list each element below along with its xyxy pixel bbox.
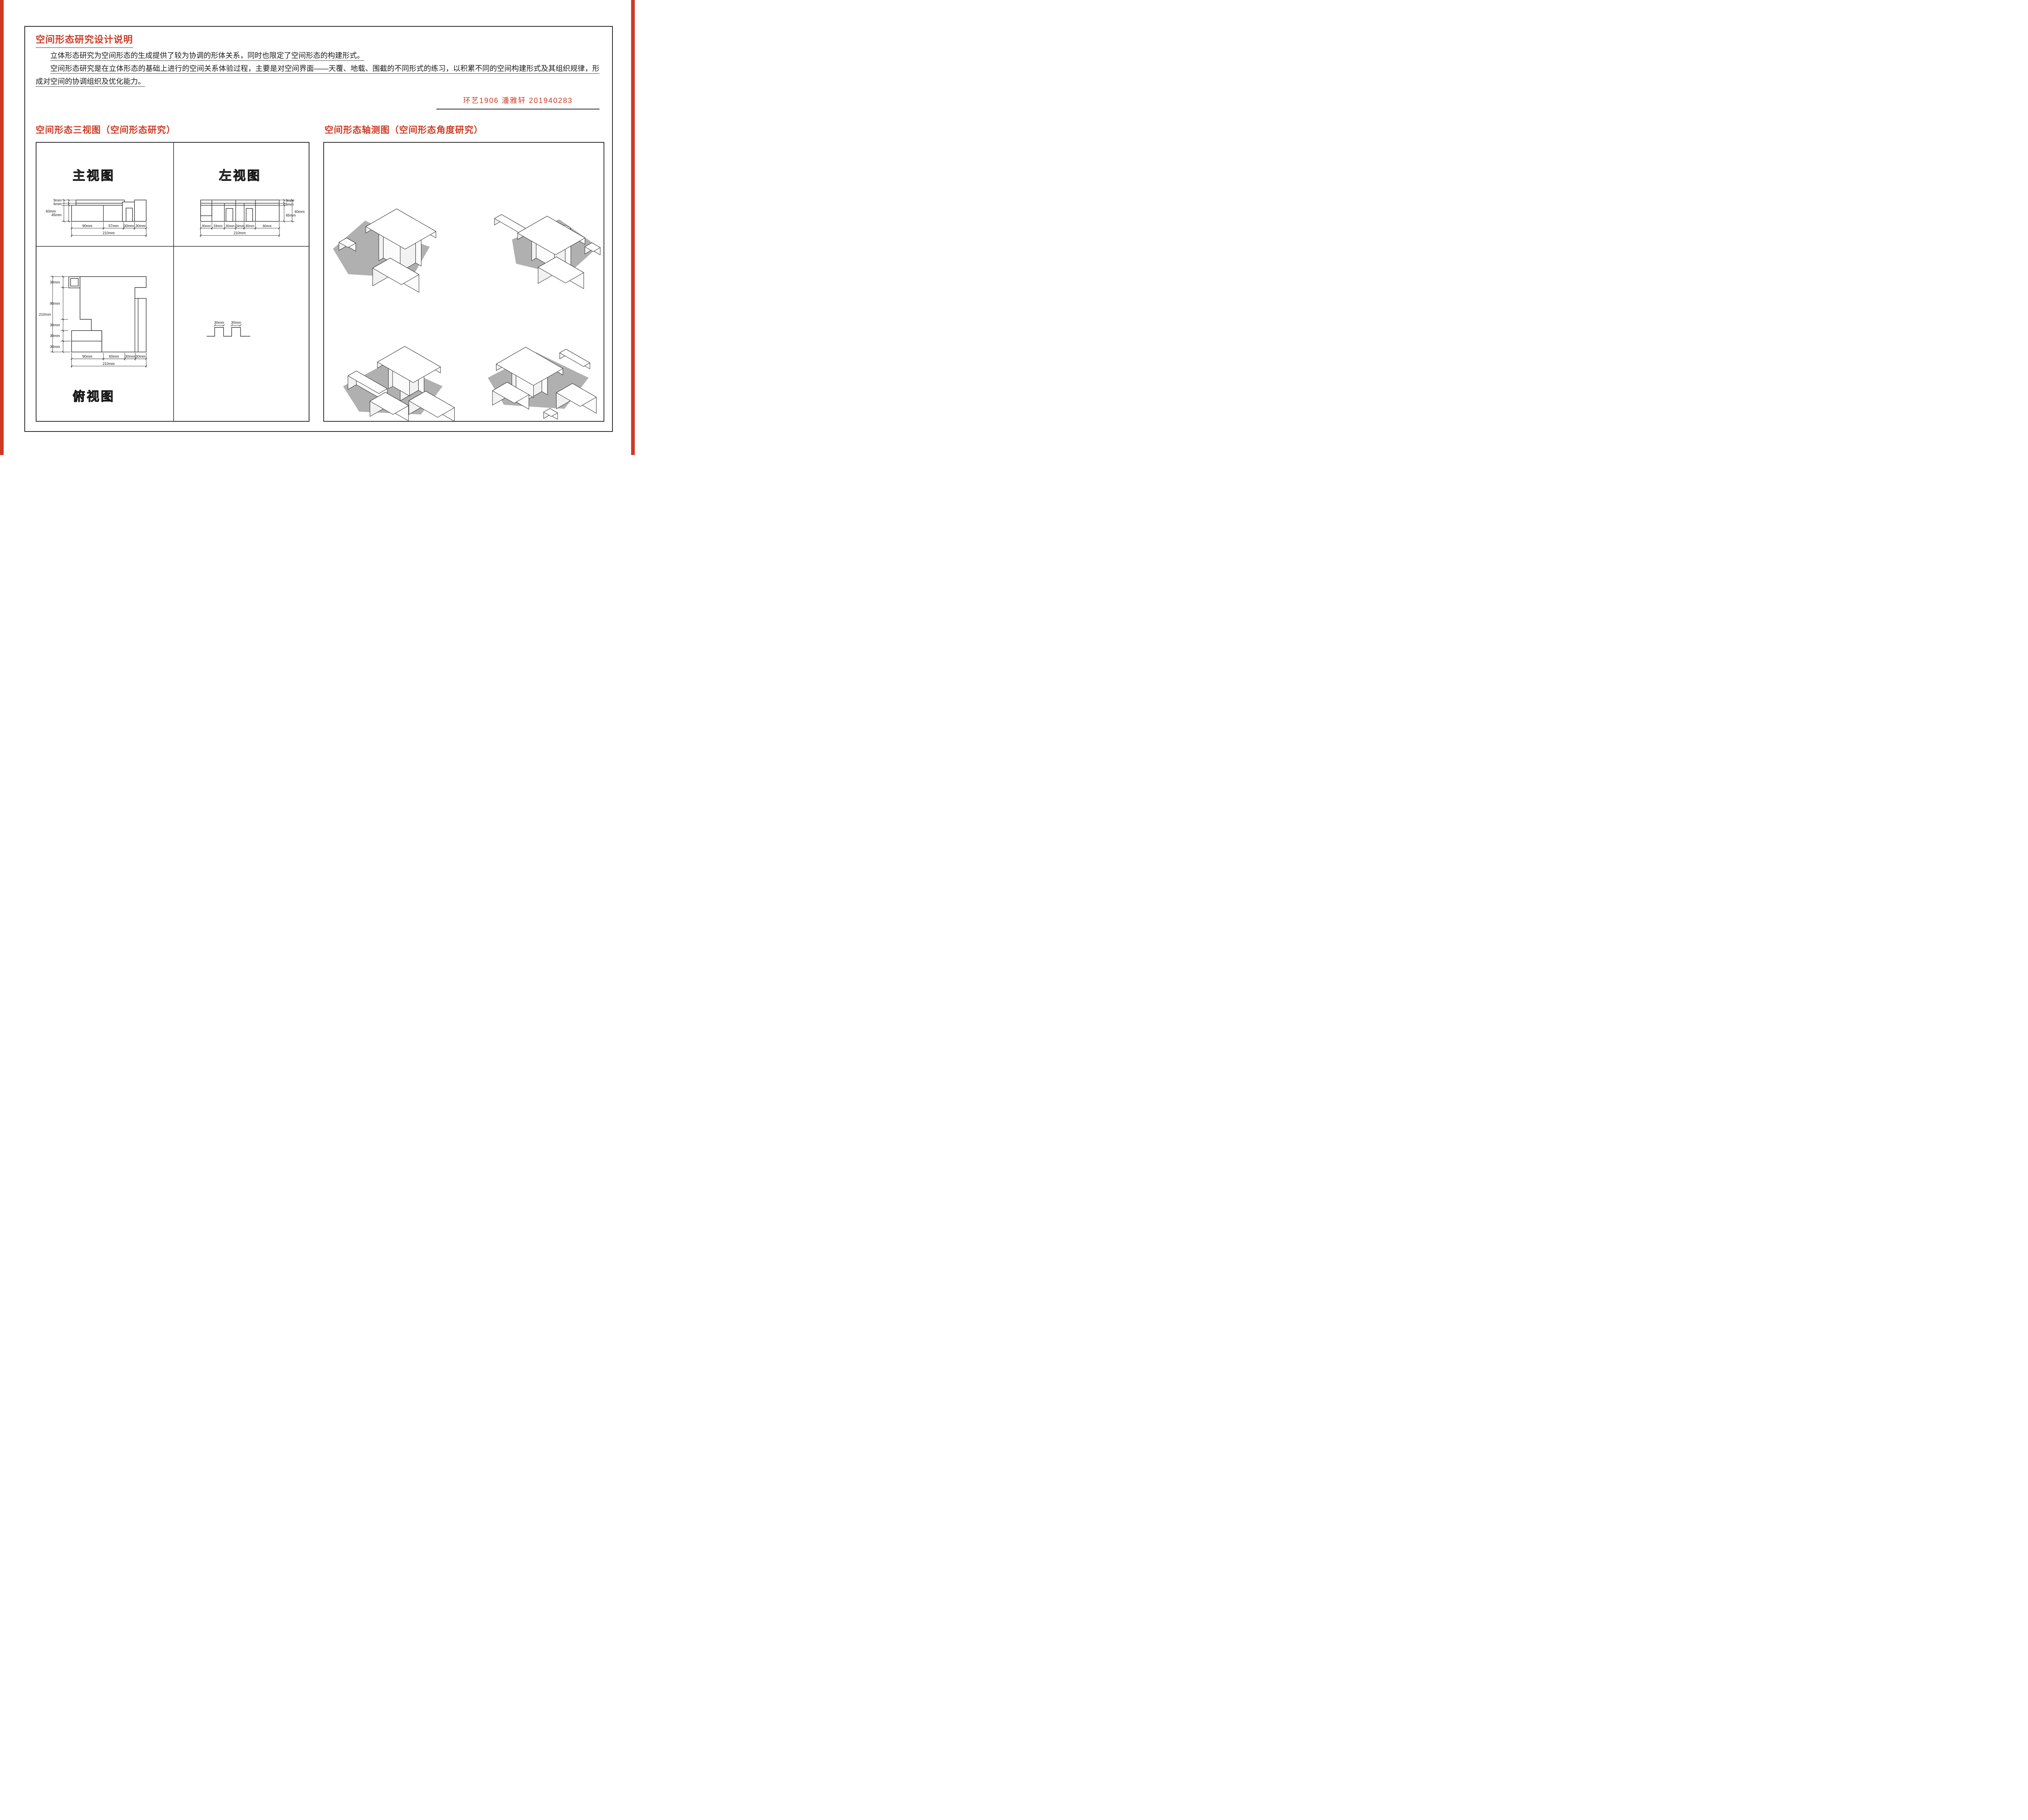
- dim-label: 30mm: [202, 224, 211, 228]
- axonometric-panel: [323, 142, 604, 422]
- front-view-figure: 主视图: [46, 168, 147, 237]
- student-info: 环艺1906 潘雅轩 201940283: [436, 95, 599, 109]
- dim-label: 9mm: [286, 199, 294, 203]
- dim-label: 30mm: [50, 345, 60, 349]
- dim-label: 30mm: [245, 224, 254, 228]
- description-paragraph-1-text: 立体形态研究为空间形态的生成提供了较为协调的形体关系，同时也限定了空间形态的构建…: [50, 52, 364, 60]
- dim-label: 30mm: [231, 320, 241, 324]
- three-views-figure: 主视图: [37, 143, 309, 421]
- dim-label: 30mm: [135, 354, 146, 358]
- dim-label: 210mm: [234, 231, 246, 235]
- side-view-drawing: [200, 200, 280, 222]
- dim-label: 60mm: [263, 224, 272, 228]
- dim-label: 60mm: [109, 354, 119, 358]
- dim-label: 57mm: [108, 224, 118, 228]
- dim-label: 30mm: [50, 334, 60, 338]
- description-paragraph-1: 立体形态研究为空间形态的生成提供了较为协调的形体关系，同时也限定了空间形态的构建…: [36, 49, 599, 62]
- dim-label: 30mm: [125, 354, 135, 358]
- dim-label: 30mm: [214, 320, 224, 324]
- right-red-border: [631, 0, 635, 455]
- dim-label: 24mm: [235, 224, 244, 228]
- dim-label: 90mm: [50, 302, 60, 306]
- axonometric-view-1: [333, 208, 436, 293]
- page-title: 空间形态研究设计说明: [36, 32, 133, 48]
- front-view-title: 主视图: [73, 168, 115, 182]
- dim-label: 30mm: [50, 280, 60, 284]
- dim-label: 45mm: [286, 213, 296, 217]
- side-view-title: 左视图: [219, 168, 261, 182]
- dim-label: 210mm: [39, 313, 51, 317]
- dim-label: 45mm: [52, 213, 62, 217]
- dim-label: 6mm: [286, 202, 294, 206]
- side-view-figure: 左视图: [200, 168, 305, 237]
- section-title-three-views: 空间形态三视图（空间形态研究）: [36, 125, 176, 135]
- dim-label: 30mm: [135, 224, 146, 228]
- design-board: 空间形态研究设计说明 立体形态研究为空间形态的生成提供了较为协调的形体关系，同时…: [0, 0, 635, 455]
- profile-sketch-figure: 30mm 30mm: [206, 320, 250, 337]
- dim-label: 30mm: [50, 323, 60, 327]
- section-title-axonometric: 空间形态轴测图（空间形态角度研究）: [324, 125, 483, 135]
- three-views-panel: 主视图: [36, 142, 309, 422]
- top-view-drawing: [68, 276, 147, 352]
- student-info-text: 环艺1906 潘雅轩 201940283: [463, 97, 573, 105]
- top-view-title: 俯视图: [73, 389, 115, 403]
- description-paragraph-2-text: 空间形态研究是在立体形态的基础上进行的空间关系体验过程，主要是对空间界面——天覆…: [36, 64, 599, 86]
- front-view-dimension-lines: [61, 199, 147, 237]
- dim-label: 90mm: [82, 224, 92, 228]
- side-view-dimension-lines: [200, 199, 295, 237]
- dim-label: 6mm: [54, 202, 62, 206]
- dim-label: 33mm: [213, 224, 222, 228]
- top-view-dimension-lines: [50, 275, 147, 368]
- dim-label: 60mm: [294, 210, 305, 214]
- content-frame: [24, 26, 613, 432]
- left-red-border: [0, 0, 4, 455]
- axonometric-view-3: [343, 346, 455, 421]
- dim-label: 210mm: [103, 362, 115, 366]
- dim-label: 9mm: [54, 198, 62, 202]
- axonometric-view-2: [494, 214, 601, 289]
- axonometric-view-4: [488, 347, 597, 420]
- profile-sketch-path: [206, 327, 250, 337]
- front-view-drawing: [71, 200, 147, 222]
- dim-label: 30mm: [124, 224, 134, 228]
- quadrant-dividers: [37, 143, 309, 421]
- top-view-figure: 30mm 90mm 30mm 30mm 30mm 210mm 90mm 60mm…: [39, 275, 147, 404]
- dim-label: 210mm: [103, 231, 115, 235]
- dim-label: 90mm: [82, 354, 92, 358]
- dim-label: 30mm: [226, 224, 234, 228]
- axonometric-figure: [333, 208, 601, 421]
- description-paragraph-2: 空间形态研究是在立体形态的基础上进行的空间关系体验过程，主要是对空间界面——天覆…: [36, 62, 599, 88]
- description-text: 立体形态研究为空间形态的生成提供了较为协调的形体关系，同时也限定了空间形态的构建…: [36, 49, 599, 88]
- dim-label: 60mm: [46, 209, 56, 213]
